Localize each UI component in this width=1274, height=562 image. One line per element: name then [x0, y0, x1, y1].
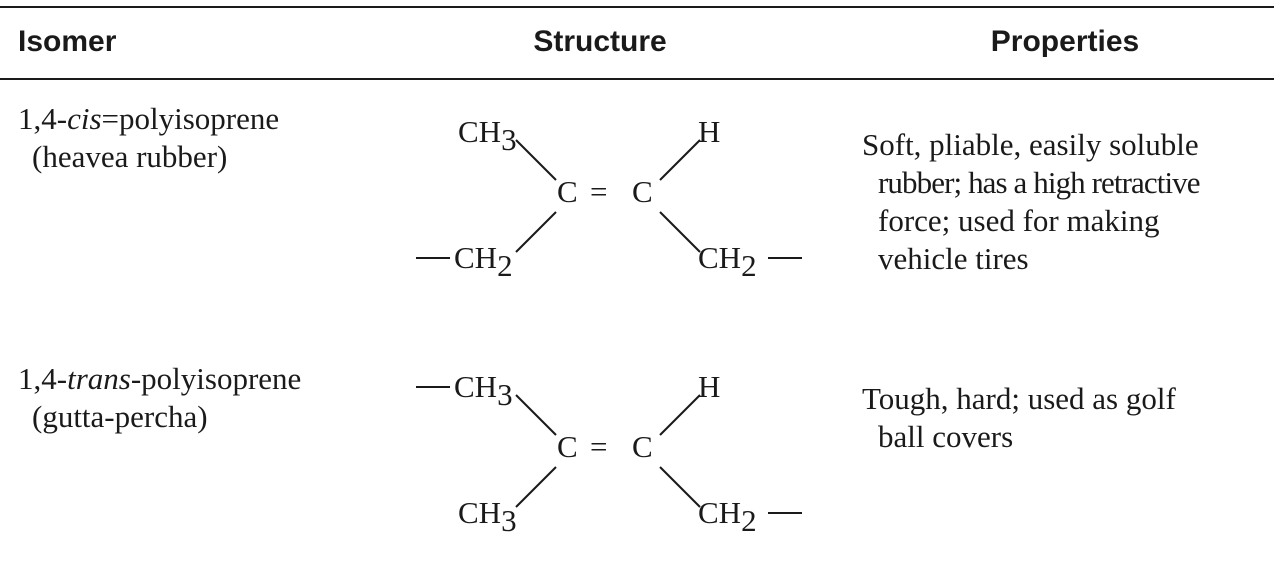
table-top-rule [0, 6, 1274, 8]
properties-line: force; used for making [878, 203, 1160, 238]
properties-trans: Tough, hard; used as golf ball covers [862, 380, 1176, 456]
isomer-common-name: (gutta-percha) [32, 399, 208, 434]
bond-top-right [659, 139, 701, 181]
group-top-right: H [698, 369, 720, 404]
atom-carbon-right: C [632, 174, 653, 209]
group-top-left: CH3 [454, 369, 513, 412]
properties-line: Soft, pliable, easily soluble [862, 127, 1199, 162]
isomer-name-line: 1,4-cis=polyisoprene [18, 101, 280, 136]
atom-carbon-left: C [557, 174, 578, 209]
bond-bottom-right [659, 466, 701, 508]
double-bond: = [590, 174, 607, 209]
structure-diagram-cis: CH3 H C = C CH2 CH2 [416, 114, 802, 283]
group-bottom-right: CH2 [698, 495, 757, 538]
bond-bottom-left [515, 211, 557, 253]
atom-carbon-right: C [632, 429, 653, 464]
structure-diagram-trans: CH3 H C = C CH3 CH2 [416, 369, 802, 538]
column-header-isomer: Isomer [18, 25, 117, 58]
properties-line: Tough, hard; used as golf [862, 381, 1176, 416]
group-top-left: CH3 [458, 114, 517, 157]
double-bond: = [590, 429, 607, 464]
properties-line: vehicle tires [878, 241, 1029, 276]
header-rule [0, 78, 1274, 80]
isomer-name-trans: 1,4-trans-polyisoprene (gutta-percha) [18, 360, 301, 436]
isomer-name-cis: 1,4-cis=polyisoprene (heavea rubber) [18, 100, 279, 176]
bond-top-left [515, 139, 557, 181]
isomer-common-name: (heavea rubber) [32, 139, 228, 174]
atom-carbon-left: C [557, 429, 578, 464]
properties-line: rubber; has a high retractive [878, 165, 1201, 200]
bond-top-right [659, 394, 701, 436]
bond-bottom-left [515, 466, 557, 508]
column-header-structure: Structure [533, 25, 667, 58]
isomer-name-line: 1,4-trans-polyisoprene [18, 361, 302, 396]
bond-bottom-right [659, 211, 701, 253]
group-bottom-left: CH2 [454, 240, 513, 283]
group-bottom-right: CH2 [698, 240, 757, 283]
group-top-right: H [698, 114, 720, 149]
properties-line: ball covers [878, 419, 1014, 454]
properties-cis: Soft, pliable, easily soluble rubber; ha… [862, 126, 1201, 278]
column-header-properties: Properties [990, 25, 1140, 58]
group-bottom-left: CH3 [458, 495, 517, 538]
bond-top-left [515, 394, 557, 436]
